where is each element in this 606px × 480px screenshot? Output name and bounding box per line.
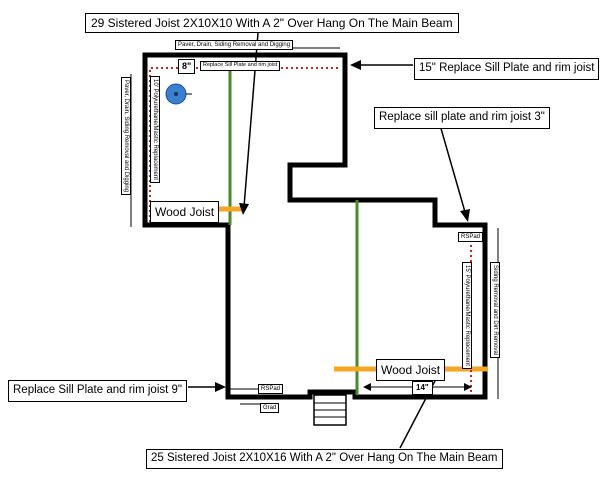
arrow-3-head bbox=[460, 209, 470, 222]
arrow-3-line bbox=[439, 124, 466, 213]
arrow-9-head bbox=[215, 382, 226, 392]
grad-label: Grad bbox=[260, 403, 280, 413]
tiny-top-label: Paver, Drain, Siding Removal and Digging bbox=[175, 40, 294, 50]
wood-joist-label-1: Wood Joist bbox=[150, 201, 220, 223]
callout-15-label: 15" Replace Sill Plate and rim joist bbox=[414, 58, 600, 80]
stair-opening bbox=[313, 394, 347, 426]
title-bottom-label: 25 Sistered Joist 2X10X16 With A 2" Over… bbox=[146, 449, 503, 469]
arrow-top-head bbox=[239, 203, 249, 215]
measure-8-label: 8" bbox=[178, 59, 196, 74]
vertical-label-left-inner: 10' Polyurethane/Mastic Replacement bbox=[150, 76, 160, 183]
vertical-label-right-inner: 15' Polyurethane/Mastic Replacement bbox=[462, 262, 472, 369]
rspad-label-2: RSPad bbox=[258, 384, 284, 394]
foundation-wall bbox=[142, 52, 488, 400]
arrow-top-line bbox=[243, 32, 259, 208]
title-top-label: 29 Sistered Joist 2X10X10 With A 2" Over… bbox=[85, 13, 459, 33]
measure-14-arrow-right bbox=[464, 383, 472, 391]
vertical-label-left-outer: Paver, Drain, Siding Removal and Digging bbox=[121, 77, 131, 196]
measure-14-arrow-left bbox=[363, 383, 371, 391]
tiny-sill-label: Replace Sill Plate and rim joist bbox=[200, 61, 281, 71]
measure-14-label: 14" bbox=[412, 381, 433, 395]
arrow-15-head bbox=[350, 60, 361, 70]
vertical-label-right-outer: Siding Removal and Dirt Removal bbox=[490, 262, 500, 359]
rspad-label-1: RSPad bbox=[458, 232, 484, 242]
callout-9-label: Replace Sill Plate and rim joist 9" bbox=[8, 380, 187, 402]
callout-3-label: Replace sill plate and rim joist 3" bbox=[374, 107, 550, 129]
wood-joist-label-2: Wood Joist bbox=[376, 359, 446, 381]
